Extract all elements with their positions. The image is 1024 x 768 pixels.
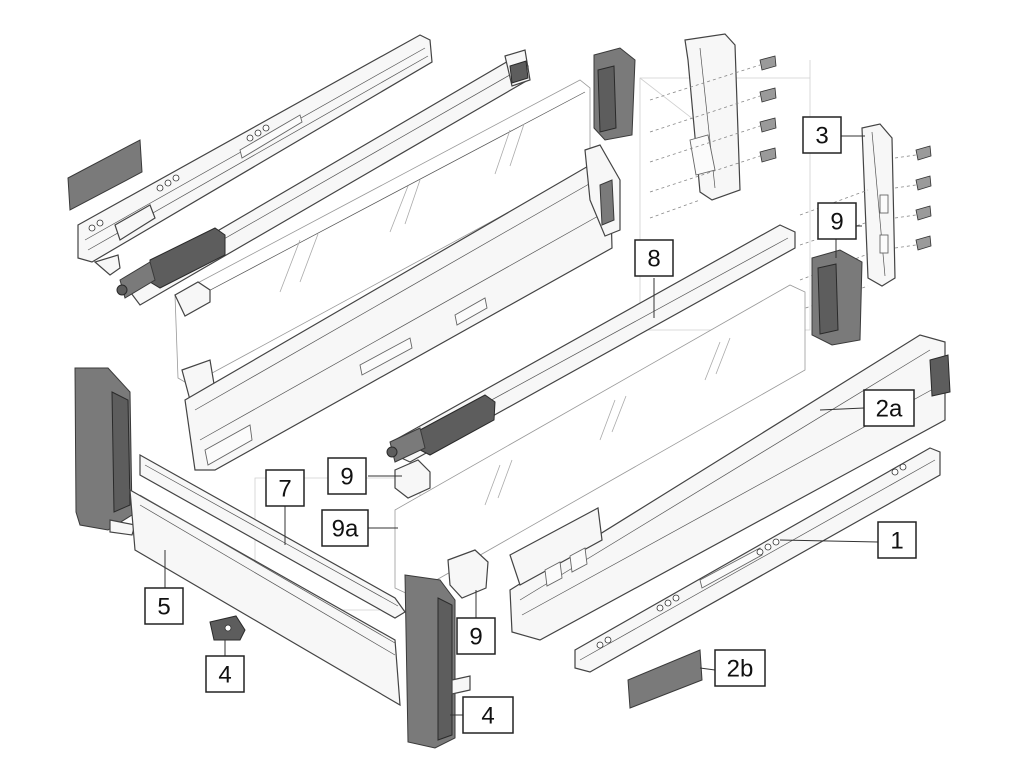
- push-to-open-unit-top: [116, 227, 226, 299]
- callout-2a-label: 2a: [876, 396, 903, 423]
- connector-mid: [394, 459, 431, 499]
- left-front-end-cap: [74, 367, 136, 536]
- top-left-dark-cover: [67, 139, 143, 211]
- callout-9-top: 9: [817, 202, 857, 240]
- callout-9-top-label: 9: [830, 209, 843, 236]
- front-clip: [209, 615, 246, 641]
- push-to-open-unit-bottom: [386, 394, 496, 463]
- callout-7: 7: [265, 469, 305, 507]
- callout-2a: 2a: [863, 389, 915, 427]
- callout-1: 1: [877, 521, 917, 559]
- screws-back-left: [649, 55, 777, 219]
- callout-8-label: 8: [647, 246, 660, 273]
- callout-9-mid: 9: [327, 457, 367, 495]
- callout-9a-label: 9a: [332, 516, 359, 543]
- callout-7-label: 7: [278, 476, 291, 503]
- back-bracket-right: [799, 123, 932, 311]
- callout-4-clip-label: 4: [218, 662, 231, 689]
- callout-1-label: 1: [890, 528, 903, 555]
- connector-bottom: [447, 549, 489, 599]
- callout-3: 3: [802, 116, 842, 154]
- callout-9-bottom: 9: [456, 617, 496, 655]
- back-bracket-left: [593, 33, 777, 219]
- runner-holes-top: [88, 124, 270, 232]
- front-panel: [129, 488, 401, 707]
- callout-3-label: 3: [815, 123, 828, 150]
- callout-4-clip: 4: [205, 655, 245, 693]
- callout-5-label: 5: [157, 594, 170, 621]
- bottom-dark-cover: [627, 649, 703, 709]
- callout-9a: 9a: [321, 509, 369, 547]
- left-side-panel: [184, 144, 621, 471]
- runner-holes-bottom: [596, 463, 907, 649]
- callout-2b: 2b: [714, 649, 766, 687]
- right-front-end-cap: [404, 574, 471, 749]
- callout-4-end: 4: [462, 696, 514, 734]
- callout-2b-label: 2b: [727, 656, 754, 683]
- leader-lines: [164, 135, 879, 716]
- right-glass-side: [386, 284, 806, 596]
- callout-8: 8: [634, 239, 674, 277]
- callout-5: 5: [144, 587, 184, 625]
- callout-4-end-label: 4: [481, 703, 494, 730]
- callout-9-mid-label: 9: [340, 464, 353, 491]
- callout-9-bottom-label: 9: [469, 624, 482, 651]
- right-side-panel: [509, 334, 951, 641]
- right-runner-rail: [574, 447, 941, 673]
- left-side-profile: [116, 49, 531, 306]
- dark-adapter-right: [811, 249, 863, 346]
- left-runner-rail: [77, 34, 433, 276]
- front-rail: [139, 453, 406, 619]
